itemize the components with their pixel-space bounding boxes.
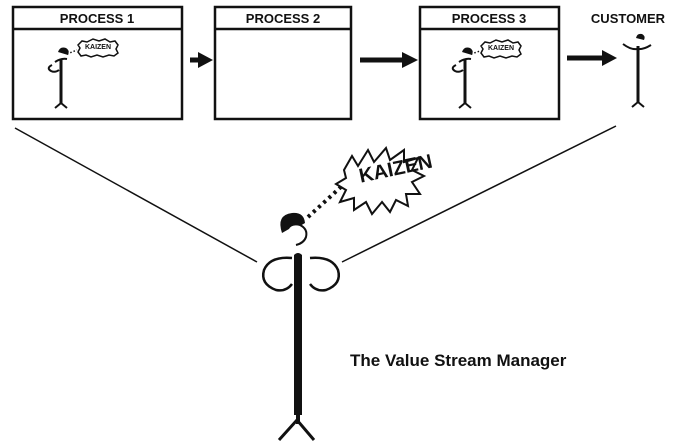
process-box-2: PROCESS 2 [213,5,353,121]
manager-kaizen-burst: KAIZEN [334,146,434,216]
customer-figure [622,33,652,108]
flow-arrow-1 [190,52,213,68]
flow-arrow-3 [567,50,617,66]
process-3-label: PROCESS 3 [452,11,526,26]
process-1-kaizen-bubble: KAIZEN [77,38,119,58]
process-3-kaizen-text: KAIZEN [488,45,514,52]
value-stream-manager-figure [262,184,344,442]
process-1-worker-figure [47,47,78,109]
process-box-1: PROCESS 1 KAIZEN [11,5,184,121]
process-1-kaizen-text: KAIZEN [85,44,111,51]
flow-arrow-2 [360,52,418,68]
process-3-worker-figure [451,47,481,109]
customer: CUSTOMER [591,11,666,108]
customer-label: CUSTOMER [591,11,666,26]
perspective-lines [14,125,617,263]
process-2-label: PROCESS 2 [246,11,320,26]
manager-caption: The Value Stream Manager [350,351,567,370]
process-box-3: PROCESS 3 KAIZEN [418,5,561,121]
process-1-label: PROCESS 1 [60,11,134,26]
process-3-kaizen-bubble: KAIZEN [480,39,522,59]
